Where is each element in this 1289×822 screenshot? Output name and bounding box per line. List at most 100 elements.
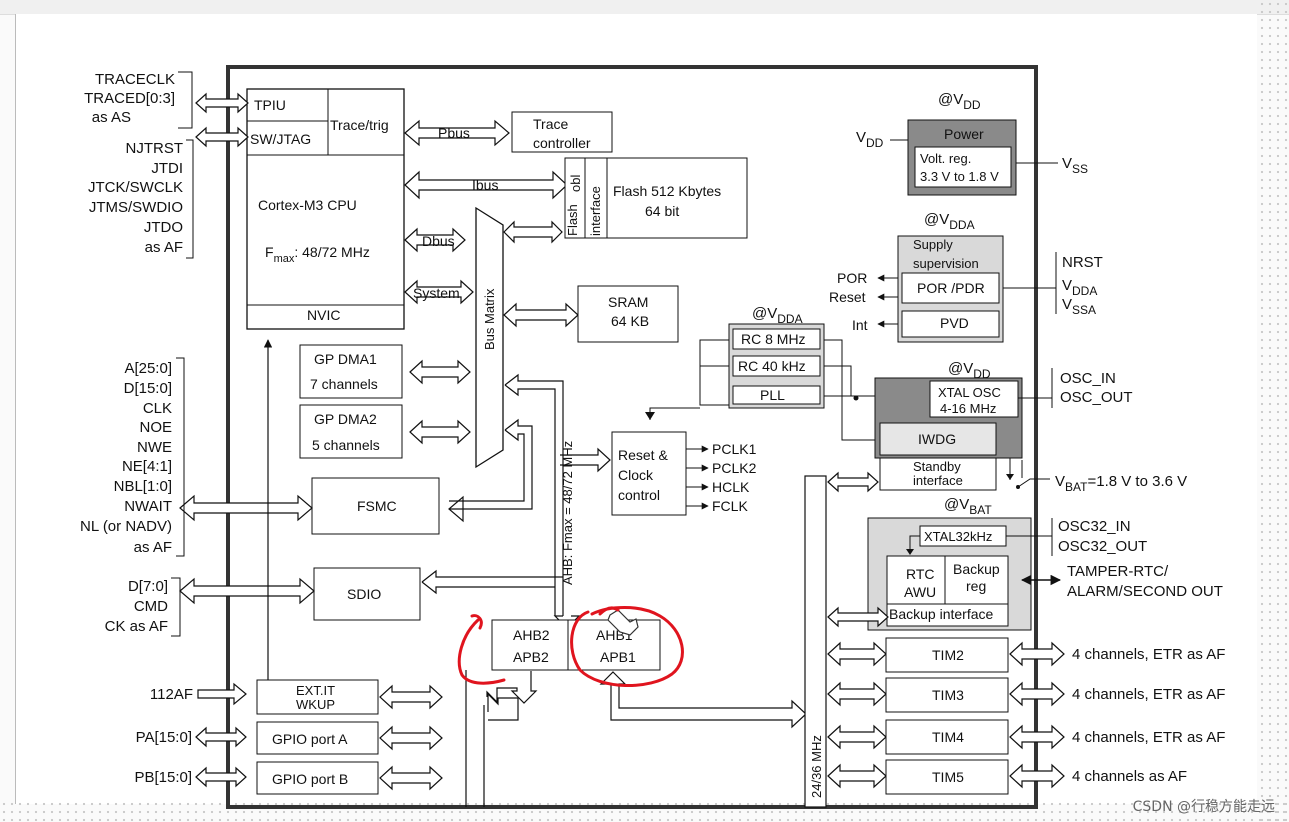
sram-line1: SRAM — [608, 294, 648, 310]
flash-obl-label2: obl — [568, 175, 583, 192]
svg-text:TRACECLK: TRACECLK — [95, 71, 175, 88]
nrst-pin: NRST — [1062, 254, 1103, 271]
svg-text:NL (or NADV): NL (or NADV) — [80, 518, 172, 535]
reset-clock-box — [611, 431, 687, 516]
dma1-line1: GP DMA1 — [314, 351, 377, 367]
timer-row: TIM3 4 channels, ETR as AF — [827, 677, 1225, 713]
timer-name: TIM5 — [932, 769, 964, 785]
system-arrow — [404, 279, 474, 305]
por-pdr-label: POR /PDR — [917, 280, 985, 296]
pll-box — [732, 385, 821, 405]
vdd-at-label: @VDD — [938, 91, 981, 112]
osc-out-pin: OSC_OUT — [1060, 389, 1133, 406]
rtc-line2: AWU — [904, 584, 936, 600]
iwdg-label: IWDG — [918, 431, 956, 447]
flash-size: Flash 512 Kbytes — [613, 183, 721, 199]
ahb2-label: AHB2 — [513, 627, 550, 643]
ibus-label: Ibus — [472, 177, 498, 193]
flash-interface-label: interface — [588, 186, 603, 236]
dbus-label: Dbus — [422, 233, 455, 249]
flash-width: 64 bit — [645, 203, 679, 219]
clock-fclk: FCLK — [712, 498, 748, 514]
xtal-line2: 4-16 MHz — [940, 401, 996, 416]
standby-arrow — [827, 471, 879, 493]
timer-pins: 4 channels, ETR as AF — [1072, 646, 1225, 663]
document-page — [15, 14, 1257, 804]
svg-text:NOE: NOE — [139, 419, 172, 436]
timer-row: TIM4 4 channels, ETR as AF — [827, 719, 1225, 755]
vss-pin: VSS — [1062, 155, 1088, 176]
vdda-at-label: @VDDA — [924, 211, 975, 232]
vdd-pin: VDD — [856, 129, 884, 150]
bus-matrix-label: Bus Matrix — [482, 288, 497, 350]
sdio-bus-arrow — [421, 569, 563, 583]
dma1-line2: 7 channels — [310, 376, 378, 392]
sram-line2: 64 KB — [611, 313, 649, 329]
jtag-arrows — [195, 92, 249, 148]
sdio-box — [313, 567, 421, 621]
rc40-label: RC 40 kHz — [738, 358, 806, 374]
rc8-box — [732, 328, 821, 350]
svg-text:NJTRST: NJTRST — [126, 140, 184, 157]
svg-text:TRACED[0:3]: TRACED[0:3] — [84, 90, 175, 107]
osc32-out-pin: OSC32_OUT — [1058, 538, 1147, 555]
gpio-b-label: GPIO port B — [272, 771, 348, 787]
sram-box — [577, 285, 679, 343]
xtal32-label: XTAL32kHz — [924, 529, 992, 544]
timer-row: TIM5 4 channels as AF — [827, 759, 1187, 795]
vbat-at-label: @VBAT — [944, 496, 992, 517]
volt-reg-line2: 3.3 V to 1.8 V — [920, 169, 999, 184]
svg-text:JTCK/SWCLK: JTCK/SWCLK — [88, 179, 183, 196]
cpu-name: Cortex-M3 CPU — [258, 197, 357, 213]
svg-text:JTDO: JTDO — [144, 219, 183, 236]
flash-interface-box — [564, 157, 608, 239]
apb1-bus-arrow — [599, 671, 807, 729]
fsmc-box — [311, 477, 440, 535]
sdio-pins: D[7:0] CMD CK as AF — [105, 578, 169, 635]
dma1-arrow — [409, 359, 471, 385]
volt-reg-line1: Volt. reg. — [920, 151, 971, 166]
jtag-pins: NJTRST JTDI JTCK/SWCLK JTMS/SWDIO JTDO a… — [88, 140, 183, 256]
pb-pins: PB[15:0] — [134, 769, 192, 786]
fsmc-pins: A[25:0] D[15:0] CLK NOE NWE NE[4:1] NBL[… — [80, 360, 172, 556]
vdda-pin: VDDA — [1062, 277, 1097, 298]
clock-hclk: HCLK — [712, 479, 750, 495]
fsmc-label: FSMC — [357, 498, 397, 514]
timer-row: TIM2 4 channels, ETR as AF — [827, 637, 1225, 673]
tamper-line2: ALARM/SECOND OUT — [1067, 583, 1223, 600]
svg-text:CK as AF: CK as AF — [105, 618, 168, 635]
bm-flash-arrow — [503, 220, 563, 244]
svg-text:D[7:0]: D[7:0] — [128, 578, 168, 595]
dma2-arrow — [409, 419, 471, 445]
clock-pclk1: PCLK1 — [712, 441, 757, 457]
ahb2-apb2-box — [491, 619, 569, 671]
trace-trig-label: Trace/trig — [330, 117, 389, 133]
red-annotation — [457, 606, 684, 688]
cpu-block: TPIU SW/JTAG Trace/trig Cortex-M3 CPU Fm… — [246, 88, 405, 330]
standby-line2: interface — [913, 473, 963, 488]
apb2-down-arrow — [486, 671, 538, 704]
osc-in-pin: OSC_IN — [1060, 370, 1116, 387]
swjtag-label: SW/JTAG — [250, 131, 311, 147]
apb2-label: APB2 — [513, 649, 549, 665]
svg-text:A[25:0]: A[25:0] — [124, 360, 172, 377]
timer-name: TIM2 — [932, 647, 964, 663]
clock-pclk2: PCLK2 — [712, 460, 757, 476]
svg-text:NWAIT: NWAIT — [124, 498, 172, 515]
sdio-label: SDIO — [347, 586, 381, 602]
chip-outline — [226, 65, 1038, 809]
xtal-box — [929, 380, 1019, 418]
clock-outputs: PCLK1 PCLK2 HCLK FCLK — [686, 441, 757, 514]
exti-line2: WKUP — [296, 697, 335, 712]
trace-controller-line2: controller — [533, 135, 591, 151]
bus-matrix — [475, 206, 504, 469]
ahb-bus-label: AHB: Fmax = 48/72 MHz — [560, 441, 575, 585]
trace-controller-box — [511, 111, 613, 153]
standby-line1: Standby — [913, 459, 961, 474]
exti-box — [256, 679, 379, 715]
pvd-label: PVD — [940, 315, 969, 331]
svg-text:NWE: NWE — [137, 439, 172, 456]
tamper-line1: TAMPER-RTC/ — [1067, 563, 1169, 580]
svg-text:JTMS/SWDIO: JTMS/SWDIO — [89, 199, 183, 216]
dma2-line2: 5 channels — [312, 437, 380, 453]
